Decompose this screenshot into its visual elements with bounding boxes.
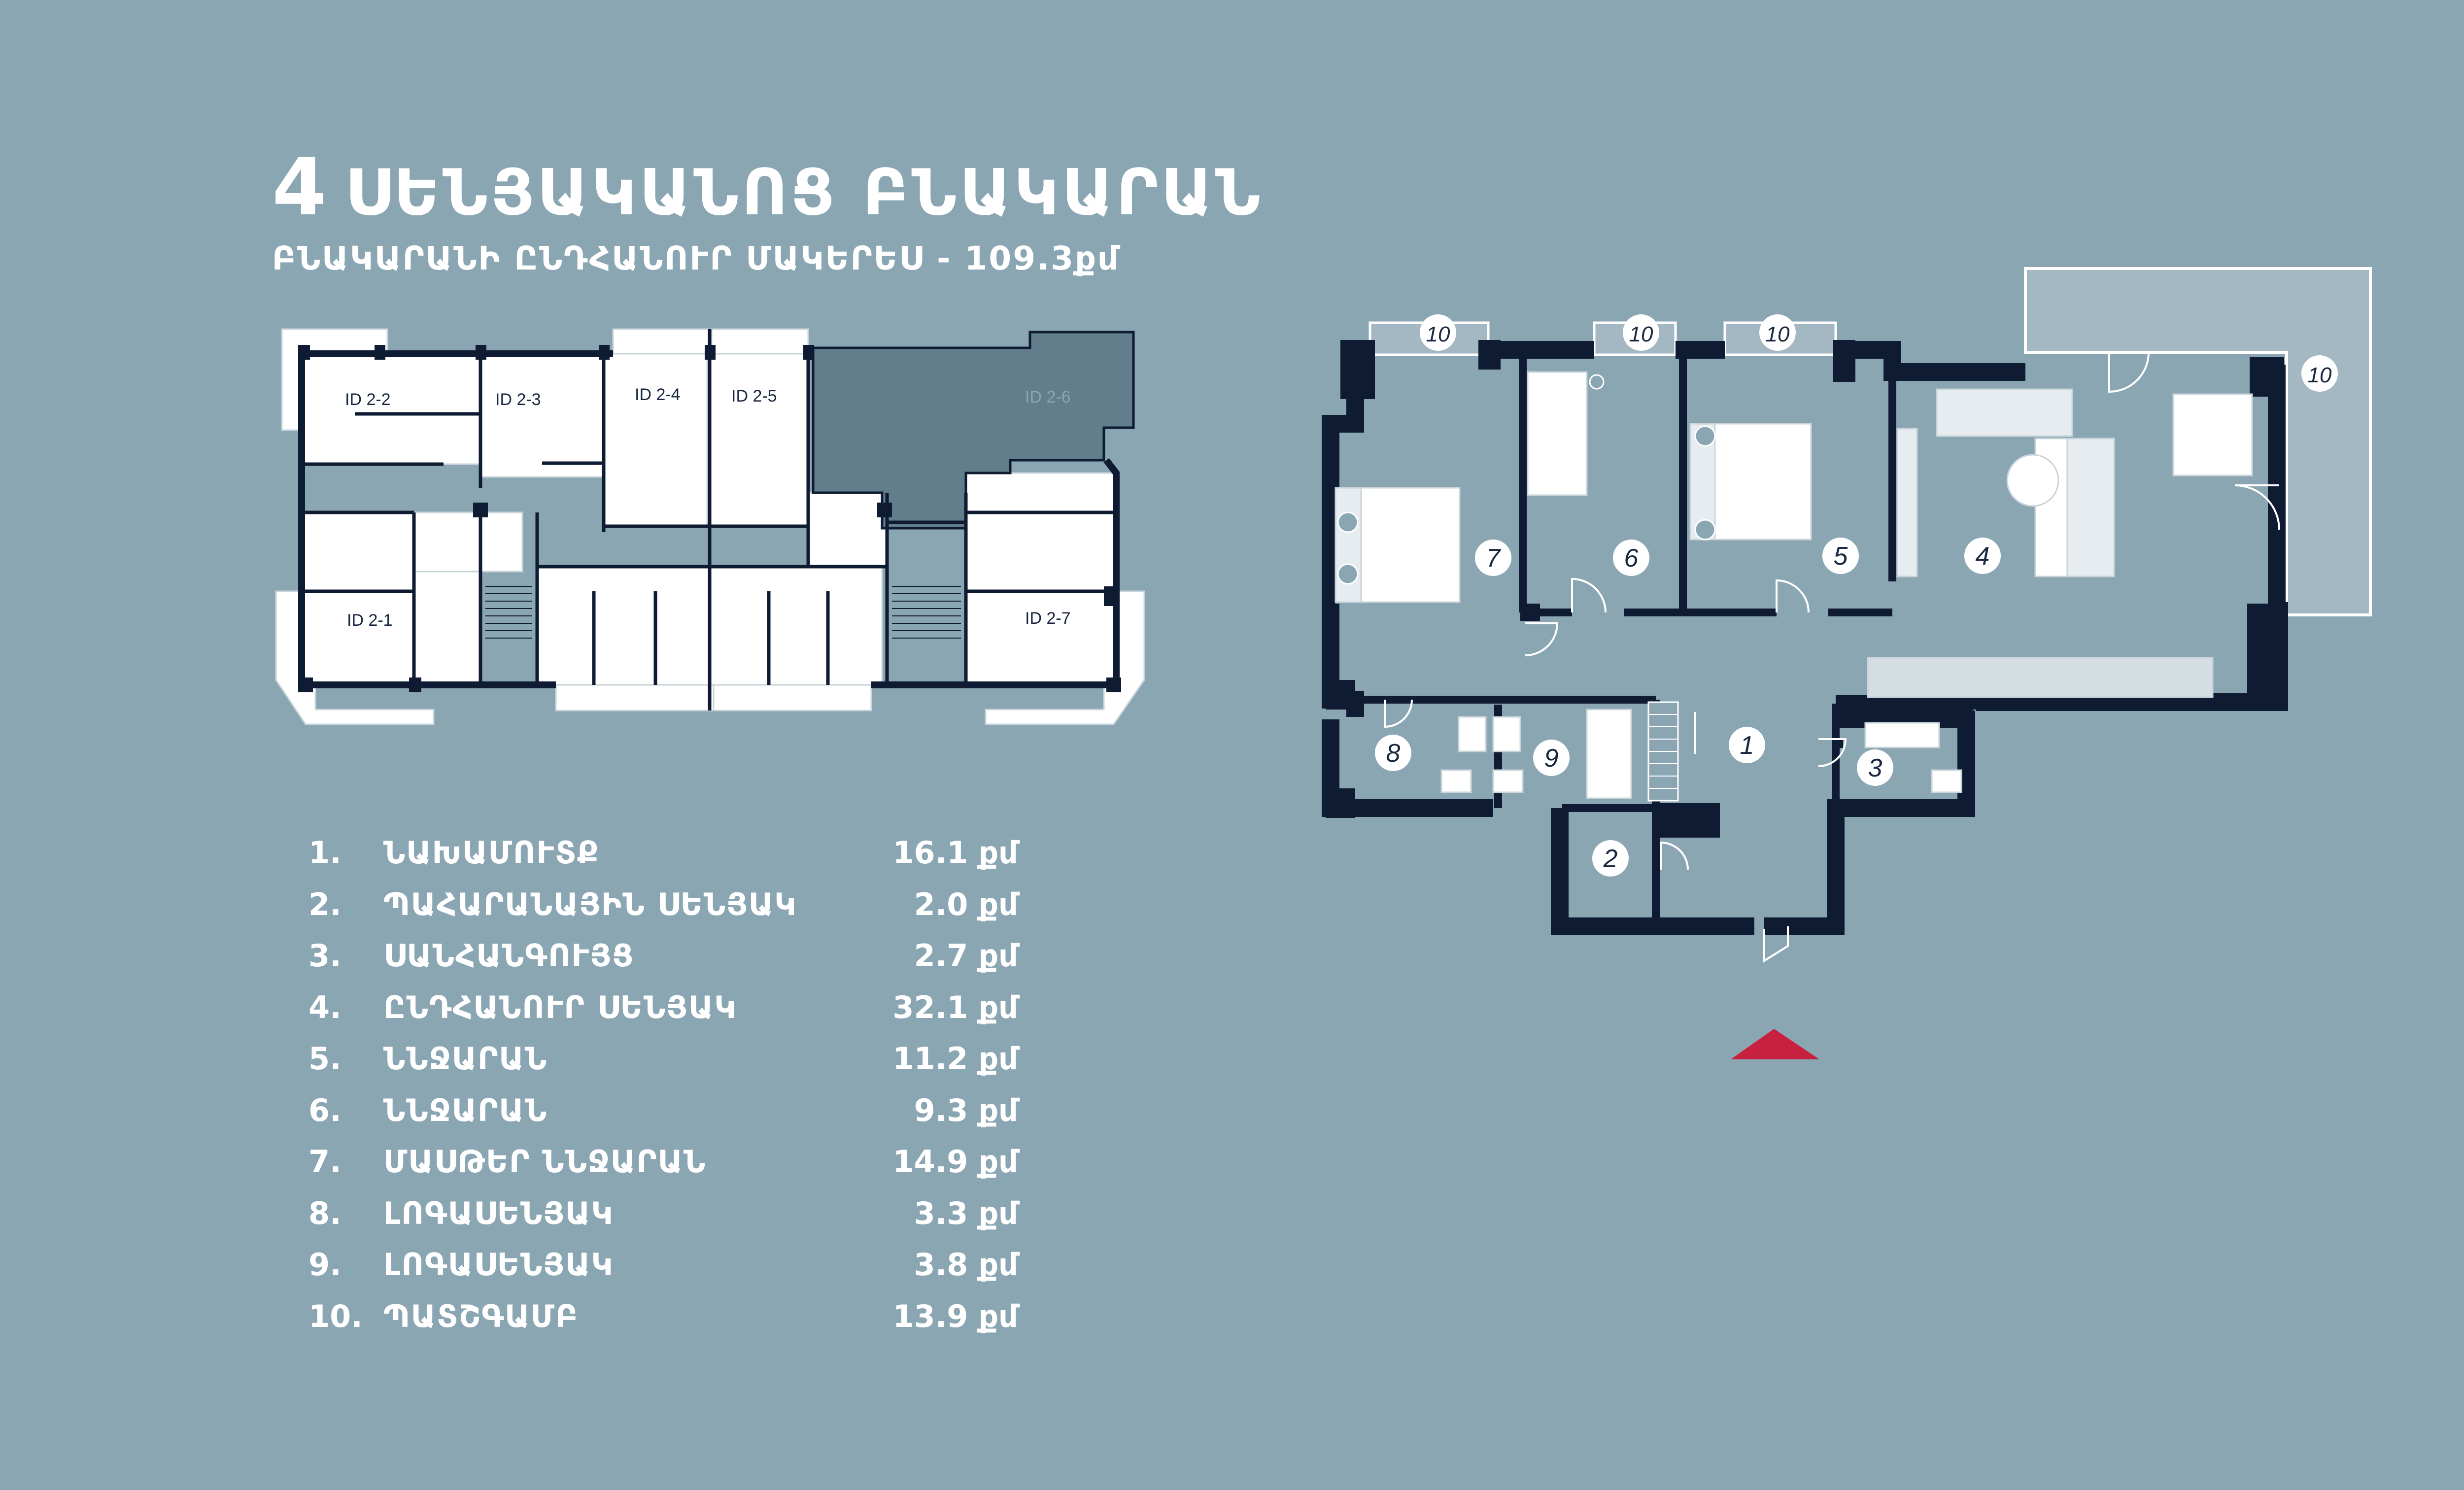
svg-text:9: 9 bbox=[1544, 744, 1559, 773]
room-area: 32.1 քմ bbox=[892, 989, 1018, 1025]
svg-text:10: 10 bbox=[1766, 322, 1790, 346]
room-row-5: 5. ՆՆՋԱՐԱՆ 11.2 քմ bbox=[308, 1044, 1018, 1095]
unit-label-id-2-3: ID 2-3 bbox=[495, 390, 541, 409]
room-area: 11.2 քմ bbox=[892, 1041, 1018, 1077]
room-row-1: 1. ՆԱԽԱՄՈՒՏՔ 16.1 քմ bbox=[308, 838, 1018, 889]
total-area-subtitle: ԲՆԱԿԱՐԱՆԻ ԸՆԴՀԱՆՈՒՐ ՄԱԿԵՐԵՍ - 109.3քմ bbox=[272, 239, 1120, 277]
room-name: ՆԱԽԱՄՈՒՏՔ bbox=[383, 835, 600, 871]
room-marker-10-b: 10 bbox=[1623, 314, 1659, 351]
room-name: ՊԱՏՇԳԱՄԲ bbox=[383, 1298, 579, 1334]
room-number: 1. bbox=[308, 835, 342, 871]
room-marker-8: 8 bbox=[1375, 735, 1411, 771]
room-name: ԼՈԳԱՍԵՆՅԱԿ bbox=[383, 1195, 614, 1231]
unit-label-id-2-6: ID 2-6 bbox=[1025, 388, 1071, 406]
room-markers: 7 6 5 4 1 8 9 3 2 10 10 10 10 bbox=[1375, 314, 2338, 877]
rooms-count: 4 bbox=[272, 141, 330, 233]
svg-text:8: 8 bbox=[1386, 739, 1401, 768]
svg-text:6: 6 bbox=[1624, 544, 1639, 573]
room-area: 2.7 քմ bbox=[914, 938, 1018, 974]
svg-text:10: 10 bbox=[1629, 322, 1653, 346]
room-marker-9: 9 bbox=[1533, 740, 1570, 776]
unit-label-id-2-2: ID 2-2 bbox=[345, 390, 391, 409]
room-area: 3.3 քմ bbox=[914, 1195, 1018, 1231]
svg-text:3: 3 bbox=[1868, 754, 1882, 782]
room-area: 3.8 քմ bbox=[914, 1247, 1018, 1283]
svg-text:7: 7 bbox=[1486, 544, 1502, 573]
room-row-3: 3. ՍԱՆՀԱՆԳՈՒՅՑ 2.7 քմ bbox=[308, 941, 1018, 992]
room-marker-6: 6 bbox=[1613, 540, 1649, 576]
room-row-6: 6. ՆՆՋԱՐԱՆ 9.3 քմ bbox=[308, 1095, 1018, 1147]
room-area: 2.0 քմ bbox=[914, 886, 1018, 922]
title-text: ՍԵՆՅԱԿԱՆՈՑ ԲՆԱԿԱՐԱՆ bbox=[344, 156, 1264, 230]
svg-text:5: 5 bbox=[1834, 542, 1848, 571]
room-marker-5: 5 bbox=[1822, 538, 1859, 574]
room-name: ԸՆԴՀԱՆՈՒՐ ՍԵՆՅԱԿ bbox=[383, 989, 737, 1025]
room-area: 14.9 քմ bbox=[892, 1144, 1018, 1180]
svg-text:1: 1 bbox=[1740, 731, 1754, 760]
room-row-4: 4. ԸՆԴՀԱՆՈՒՐ ՍԵՆՅԱԿ 32.1 քմ bbox=[308, 992, 1018, 1044]
room-marker-3: 3 bbox=[1857, 749, 1893, 786]
unit-label-id-2-7: ID 2-7 bbox=[1025, 609, 1071, 628]
room-name: ՍԱՆՀԱՆԳՈՒՅՑ bbox=[383, 938, 635, 974]
room-row-7: 7. ՄԱՍԹԵՐ ՆՆՋԱՐԱՆ 14.9 քմ bbox=[308, 1147, 1018, 1198]
room-number: 5. bbox=[308, 1041, 342, 1077]
unit-label-id-2-5: ID 2-5 bbox=[731, 387, 777, 406]
room-number: 7. bbox=[308, 1144, 342, 1180]
room-area: 13.9 քմ bbox=[892, 1298, 1018, 1334]
room-area: 16.1 քմ bbox=[892, 835, 1018, 871]
room-number: 10. bbox=[308, 1298, 363, 1334]
room-name: ՆՆՋԱՐԱՆ bbox=[383, 1092, 548, 1128]
room-marker-4: 4 bbox=[1964, 538, 2001, 574]
room-marker-10-d: 10 bbox=[2301, 355, 2338, 392]
svg-text:10: 10 bbox=[1426, 322, 1450, 346]
unit-label-id-2-1: ID 2-1 bbox=[347, 611, 393, 630]
room-marker-10-c: 10 bbox=[1759, 314, 1796, 351]
room-number: 4. bbox=[308, 989, 342, 1025]
svg-text:2: 2 bbox=[1603, 845, 1618, 873]
room-number: 6. bbox=[308, 1092, 342, 1128]
room-row-10: 10. ՊԱՏՇԳԱՄԲ 13.9 քմ bbox=[308, 1301, 1018, 1353]
svg-text:4: 4 bbox=[1976, 542, 1990, 571]
unit-label-id-2-4: ID 2-4 bbox=[635, 385, 681, 404]
room-number: 2. bbox=[308, 886, 342, 922]
room-row-8: 8. ԼՈԳԱՍԵՆՅԱԿ 3.3 քմ bbox=[308, 1198, 1018, 1250]
room-area: 9.3 քմ bbox=[914, 1092, 1018, 1128]
room-number: 3. bbox=[308, 938, 342, 974]
room-row-2: 2. ՊԱՀԱՐԱՆԱՅԻՆ ՍԵՆՅԱԿ 2.0 քմ bbox=[308, 889, 1018, 941]
room-number: 9. bbox=[308, 1247, 342, 1283]
room-marker-7: 7 bbox=[1475, 540, 1511, 576]
apartment-floor-plan: 7 6 5 4 1 8 9 3 2 10 10 10 10 bbox=[1322, 267, 2372, 1059]
room-row-9: 9. ԼՈԳԱՍԵՆՅԱԿ 3.8 քմ bbox=[308, 1250, 1018, 1301]
room-area-list: 1. ՆԱԽԱՄՈՒՏՔ 16.1 քմ 2. ՊԱՀԱՐԱՆԱՅԻՆ ՍԵՆՅ… bbox=[308, 838, 1018, 1353]
room-marker-10-a: 10 bbox=[1420, 314, 1456, 351]
room-name: ԼՈԳԱՍԵՆՅԱԿ bbox=[383, 1247, 614, 1283]
room-name: ՊԱՀԱՐԱՆԱՅԻՆ ՍԵՆՅԱԿ bbox=[383, 886, 797, 922]
room-marker-1: 1 bbox=[1729, 727, 1765, 763]
room-name: ՆՆՋԱՐԱՆ bbox=[383, 1041, 548, 1077]
room-name: ՄԱՍԹԵՐ ՆՆՋԱՐԱՆ bbox=[383, 1144, 707, 1180]
room-number: 8. bbox=[308, 1195, 342, 1231]
svg-text:10: 10 bbox=[2308, 363, 2332, 387]
building-overview-plan: ID 2-2 ID 2-3 ID 2-4 ID 2-5 ID 2-6 ID 2-… bbox=[275, 328, 1145, 725]
room-marker-2: 2 bbox=[1592, 840, 1629, 877]
entrance-marker bbox=[1731, 1029, 1819, 1059]
